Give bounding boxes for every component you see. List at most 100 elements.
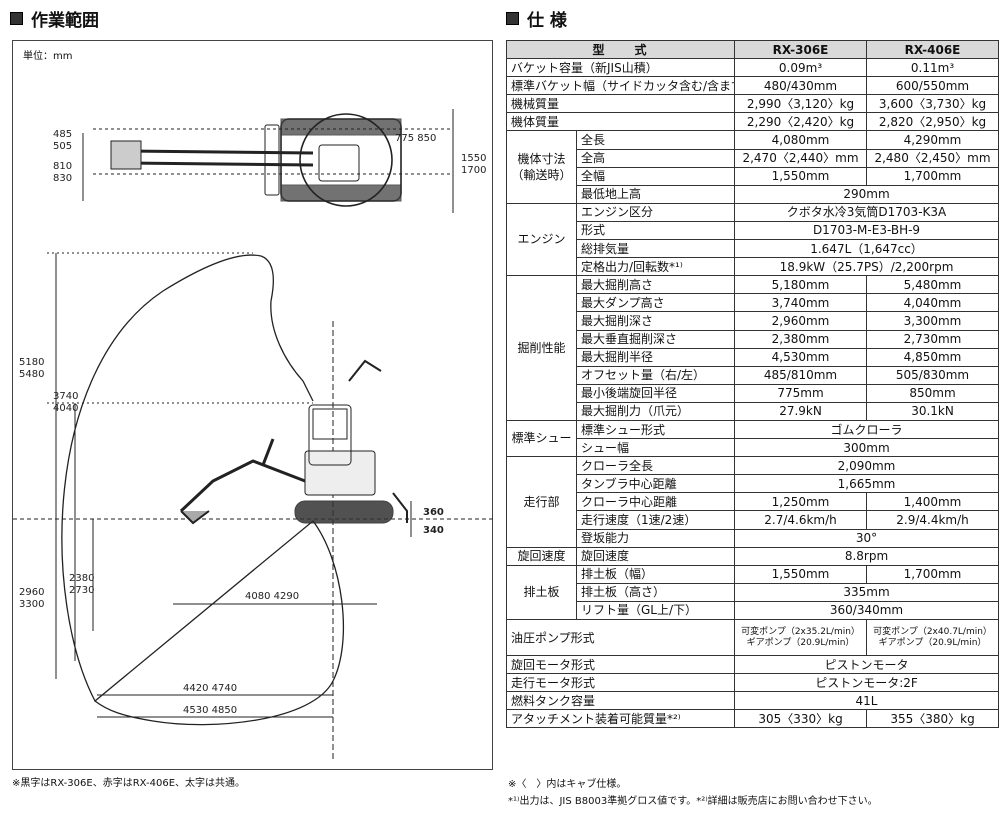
spec-sub-label: 形式 <box>575 220 736 241</box>
spec-value-common: 300mm <box>734 438 1000 458</box>
square-bullet-icon <box>10 12 23 25</box>
spec-value-rx306e: 3,740mm <box>734 293 868 313</box>
model-header-rx306e: RX-306E <box>734 39 868 60</box>
spec-row: リフト量（GL上/下）360/340mm <box>507 600 1000 621</box>
spec-label: 旋回モータ形式 <box>505 654 736 675</box>
spec-value-rx406e: 可変ポンプ（2x40.7L/min）ギアポンプ（20.9L/min） <box>866 619 1000 656</box>
spec-sub-label: 登坂能力 <box>575 528 736 548</box>
spec-sub-label: 標準シュー形式 <box>575 419 736 440</box>
spec-value-rx406e: 505/830mm <box>866 365 1000 385</box>
spec-group-label: 標準シュー <box>506 419 577 458</box>
dim-max-digging-radius: 4530 4850 <box>183 705 238 716</box>
spec-value-common: 290mm <box>734 184 1000 204</box>
spec-label: 油圧ポンプ形式 <box>505 619 736 656</box>
dim-reach-ground: 4420 4740 <box>183 683 238 694</box>
spec-value-rx306e: 2,380mm <box>734 329 868 349</box>
spec-sub-label: 総排気量 <box>575 239 736 259</box>
spec-label: 燃料タンク容量 <box>505 691 736 711</box>
spec-value-rx306e: 4,530mm <box>734 347 868 367</box>
spec-sub-label: 排土板（高さ） <box>575 582 736 602</box>
spec-value-common: 360/340mm <box>734 600 1000 621</box>
dim-offset-left: 810 830 <box>53 161 73 184</box>
pump-variable-spec: 可変ポンプ（2x40.7L/min） <box>873 627 992 638</box>
spec-row: 旋回モータ形式ピストンモータ <box>505 654 1000 675</box>
spec-group-label: 掘削性能 <box>506 275 577 421</box>
spec-value-rx406e: 30.1kN <box>866 401 1000 421</box>
spec-sub-label: 全幅 <box>575 166 736 186</box>
top-view-excavator <box>82 109 454 213</box>
spec-value-rx406e: 5,480mm <box>866 275 1000 295</box>
spec-value-common: 8.8rpm <box>734 546 1000 566</box>
spec-sub-label: シュー幅 <box>575 438 736 458</box>
spec-group-label: 排土板 <box>506 564 577 621</box>
spec-value-rx306e: 485/810mm <box>734 365 868 385</box>
spec-value-rx306e: 2,960mm <box>734 311 868 331</box>
dim-overall-width: 1550 1700 <box>461 153 487 176</box>
spec-value-common: ピストンモータ <box>734 654 1000 675</box>
spec-label: アタッチメント装着可能質量*²⁾ <box>505 709 736 729</box>
spec-value-rx306e: 1,550mm <box>734 166 868 186</box>
model-header-label: 型 式 <box>505 39 736 60</box>
spec-sub-label: 排土板（幅） <box>575 564 736 584</box>
dim-max-dump-height: 3740 4040 <box>53 391 79 414</box>
spec-sub-label: 最大掘削高さ <box>575 275 736 295</box>
working-range-diagram: 単位：mm <box>12 40 494 770</box>
dim-offset-right: 485 505 <box>53 129 73 152</box>
spec-label: 走行モータ形式 <box>505 673 736 693</box>
spec-value-rx406e: 4,850mm <box>866 347 1000 367</box>
spec-sub-label: 全高 <box>575 148 736 168</box>
spec-value-common: 18.9kW（25.7PS）/2,200rpm <box>734 257 1000 277</box>
spec-value-rx306e: 2.7/4.6km/h <box>734 510 868 530</box>
color-legend-note: ※黒字はRX-306E、赤字はRX-406E、太字は共通。 <box>12 778 246 789</box>
spec-group-label: 機体寸法（輸送時） <box>506 130 577 204</box>
spec-sub-label: クローラ全長 <box>575 456 736 476</box>
dim-max-vertical-depth: 2380 2730 <box>69 573 95 596</box>
spec-value-rx306e: 2,470〈2,440〉mm <box>734 148 868 168</box>
spec-sub-label: オフセット量（右/左） <box>575 365 736 385</box>
spec-row: 標準シュー標準シュー形式ゴムクローラ <box>506 419 1000 458</box>
spec-sub-label: 最大ダンプ高さ <box>575 293 736 313</box>
pump-gear-spec: ギアポンプ（20.9L/min） <box>878 637 987 648</box>
spec-sub-label: 最大掘削深さ <box>575 311 736 331</box>
specifications-heading: 仕 様 <box>506 6 567 31</box>
spec-sub-label: 最大掘削半径 <box>575 347 736 367</box>
spec-label: 機械質量 <box>505 94 736 114</box>
spec-value-rx306e: 775mm <box>734 383 868 403</box>
spec-value-rx406e: 850mm <box>866 383 1000 403</box>
excavator-drawing <box>13 109 494 761</box>
spec-value-common: 1.647L（1,647cc） <box>734 239 1000 259</box>
footnote: *¹⁾出力は、JIS B8003準拠グロス値です。*²⁾詳細は販売店にお問い合わ… <box>508 796 878 807</box>
spec-row-hydraulic-pump: 油圧ポンプ形式可変ポンプ（2x35.2L/min）ギアポンプ（20.9L/min… <box>505 619 1000 656</box>
spec-sub-label: 最大掘削力（爪元） <box>575 401 736 421</box>
side-view-excavator <box>179 359 408 525</box>
spec-group-label: 旋回速度 <box>506 546 577 566</box>
spec-value-common: 30° <box>734 528 1000 548</box>
spec-label: 機体質量 <box>505 112 736 132</box>
spec-sub-label: リフト量（GL上/下） <box>575 600 736 621</box>
spec-value-common: ピストンモータ:2F <box>734 673 1000 693</box>
spec-value-common: 41L <box>734 691 1000 711</box>
dim-blade-lift: 360 <box>423 507 444 518</box>
spec-sub-label: 定格出力/回転数*¹⁾ <box>575 257 736 277</box>
spec-value-common: ゴムクローラ <box>734 419 1000 440</box>
spec-sub-label: クローラ中心距離 <box>575 492 736 512</box>
dim-max-digging-height: 5180 5480 <box>19 357 45 380</box>
